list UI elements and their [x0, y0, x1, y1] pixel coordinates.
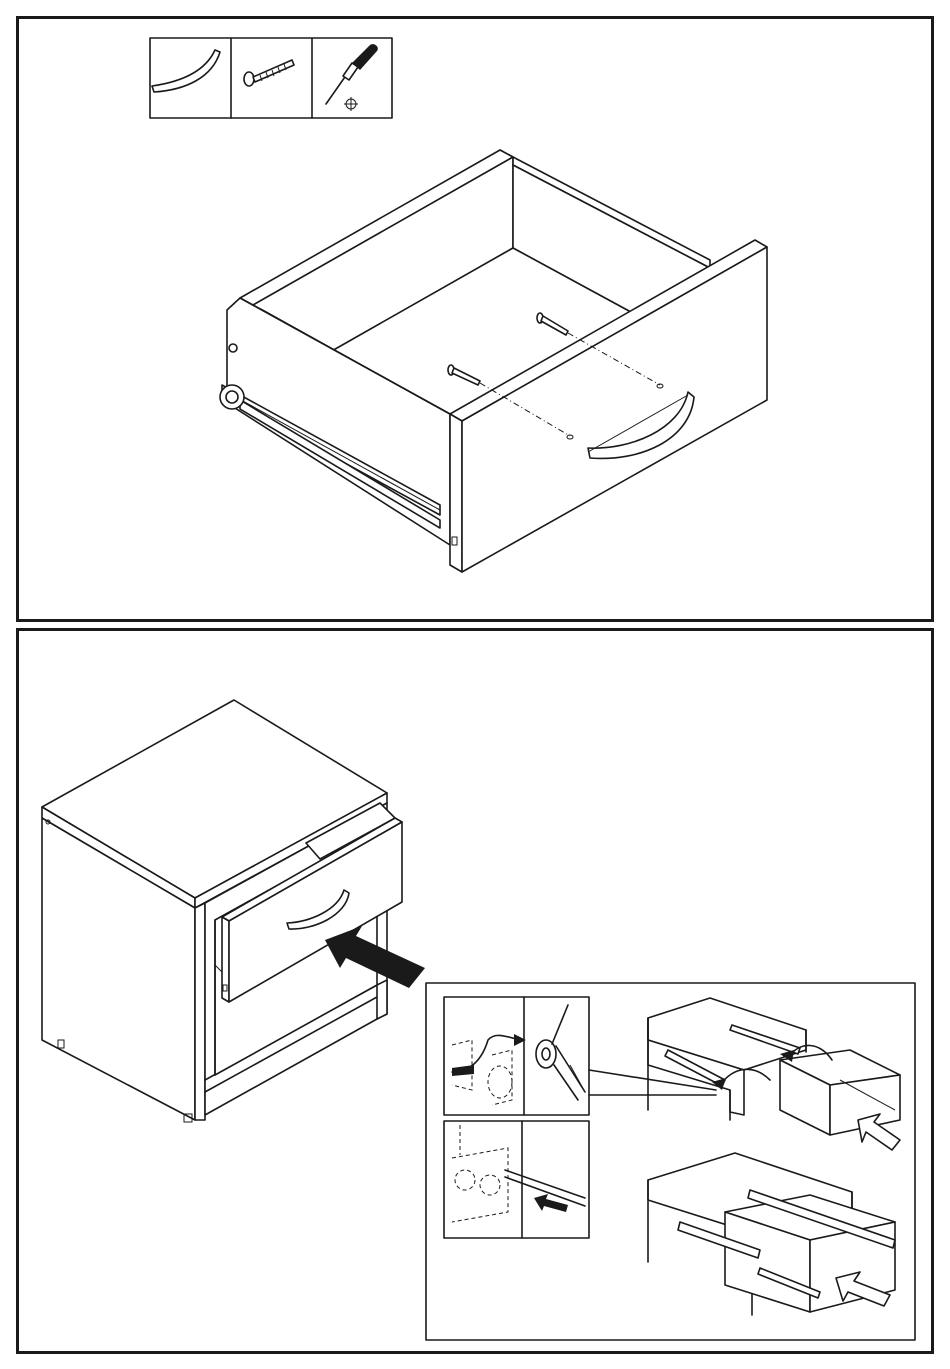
drawer-illustration: [220, 150, 767, 572]
parts-legend: [150, 38, 392, 118]
step-insert-drawer-panel: [16, 628, 934, 1354]
